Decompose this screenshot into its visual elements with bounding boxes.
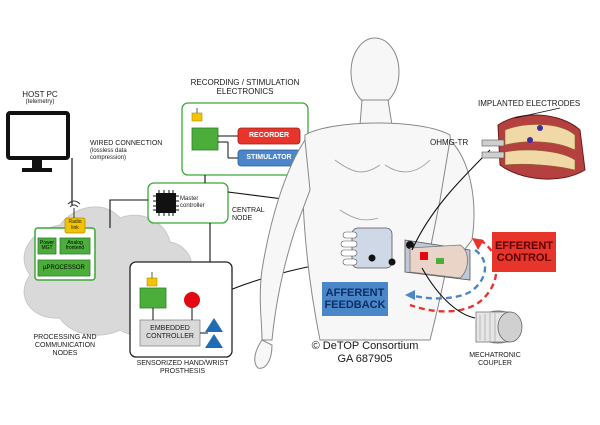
- prosthetic-hand: [340, 227, 471, 281]
- electrode-lines: [411, 149, 491, 319]
- triangle-up-icon-2: [205, 334, 223, 348]
- host-pc-label: HOST PC (telemetry): [10, 90, 70, 106]
- processing-node-board: [34, 227, 96, 281]
- red-dot-icon: [184, 292, 200, 308]
- recording-electronics-box: [181, 102, 309, 176]
- afferent-arrowhead: [405, 290, 415, 300]
- afferent-feedback-box: [322, 282, 388, 316]
- electrode-illustration: [481, 114, 586, 180]
- power-mgt-text: Power MGT: [39, 239, 55, 251]
- triangle-up-icon-1: [205, 318, 223, 332]
- processing-nodes-label: PROCESSING AND COMMUNICATION NODES: [33, 334, 97, 358]
- monitor-icon: [6, 111, 70, 172]
- recording-title: RECORDING / STIMULATION ELECTRONICS: [190, 78, 300, 97]
- efferent-arrowhead: [472, 238, 484, 250]
- embedded-controller-label: EMBEDDED CONTROLLER: [146, 325, 194, 340]
- recorder-label: RECORDER: [248, 132, 290, 140]
- implanted-electrodes-label: IMPLANTED ELECTRODES: [478, 99, 581, 108]
- uprocessor-label: µPROCESSOR: [43, 264, 85, 271]
- telemetry-label: (telemetry): [25, 99, 55, 106]
- efferent-control-box: [492, 232, 556, 272]
- prosthesis-box: [129, 261, 233, 358]
- analog-frontend-text: Analog frontend: [65, 239, 85, 251]
- credit-line-2: GA 687905: [337, 352, 393, 365]
- central-node-label: CENTRAL NODE: [232, 207, 265, 223]
- wired-connection-label: WIRED CONNECTION (lossless data compress…: [90, 140, 182, 162]
- power-mgt-label: Power MGT: [38, 238, 56, 254]
- afferent-feedback-label: AFFERENT FEEDBACK: [324, 286, 386, 311]
- sensorized-prosthesis-label: SENSORIZED HAND/WRIST PROSTHESIS: [136, 360, 229, 376]
- analog-frontend-label: Analog frontend: [60, 238, 90, 254]
- efferent-control-label: EFFERENT CONTROL: [494, 239, 554, 264]
- host-pc-title: HOST PC: [22, 90, 58, 99]
- credit-block: © DeTOP Consortium GA 687905: [300, 340, 430, 365]
- chip-icon: [153, 190, 179, 216]
- credit-line-1: © DeTOP Consortium: [311, 340, 419, 352]
- wired-connection-detail: (lossless data compression): [90, 148, 127, 161]
- mechatronic-coupler-label: MECHATRONIC COUPLER: [469, 352, 521, 368]
- stimulator-label: STIMULATOR: [246, 154, 292, 162]
- antenna-icon: [67, 200, 81, 218]
- wired-connection-title: WIRED CONNECTION: [90, 140, 163, 147]
- radio-link-label: Radio link: [65, 218, 85, 233]
- ohmg-tr-label: OHMG-TR: [430, 138, 469, 147]
- radio-link-box: [64, 217, 86, 234]
- torso-details: [334, 159, 431, 221]
- electrode-pointer: [514, 107, 561, 119]
- radio-link-text: Radio link: [68, 219, 82, 231]
- coupler-illustration: [475, 310, 523, 344]
- master-controller-label: Master controller: [180, 196, 205, 209]
